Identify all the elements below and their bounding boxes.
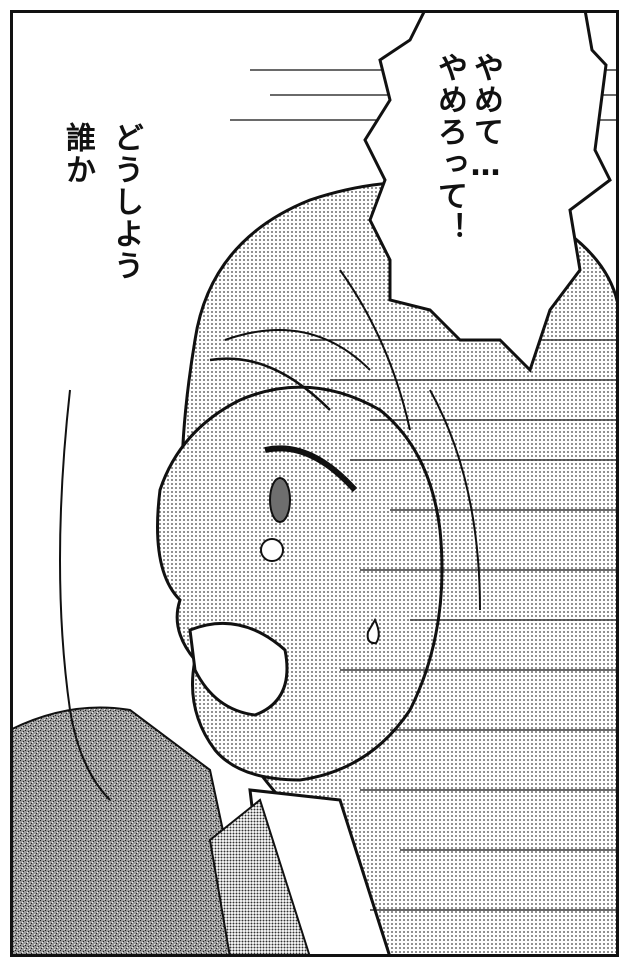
hair-strand [224,329,371,371]
jacket-lapel [208,798,312,957]
face-shape [156,385,444,782]
open-mouth [188,621,289,717]
hair-strand [429,389,481,611]
eye-iris [269,477,291,523]
panel-artwork [10,10,619,957]
hair-strand [339,269,411,431]
thought-line-1: どうしよう [108,122,143,282]
speech-bubble-text: やめて… やめろって！ [432,52,503,332]
hair-strand [209,357,331,411]
speech-line-2: やめろって！ [432,52,467,244]
sweat-drop [366,617,380,645]
background-dark-cloth [10,706,252,957]
manga-panel: やめて… やめろって！ どうしよう 誰か [10,10,619,957]
thought-line-2: 誰か [60,122,95,186]
speech-bubble [363,10,612,373]
eye-lashes [264,445,358,493]
tear-drop [260,538,284,562]
thought-text: どうしよう 誰か [60,122,143,352]
thought-curve [59,389,111,801]
speech-line-1: やめて… [468,52,503,185]
